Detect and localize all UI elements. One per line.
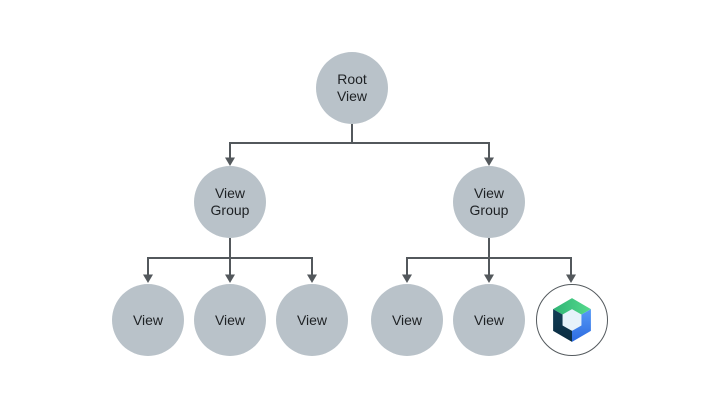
node-view-group-1: View Group	[194, 166, 266, 238]
connector-root-to-groups	[229, 124, 490, 158]
node-label-line: View	[132, 311, 164, 328]
node-label-line: View	[473, 185, 505, 201]
node-label-line: View	[336, 88, 368, 104]
arrowhead-icon	[566, 274, 576, 283]
arrowhead-icon	[307, 274, 317, 283]
node-label-line: View	[214, 185, 246, 201]
node-label-line: View	[296, 311, 328, 328]
connector-paths	[147, 124, 572, 275]
node-label-line: View	[473, 311, 505, 328]
arrowhead-icon	[143, 274, 153, 283]
node-label-line: Group	[469, 202, 509, 218]
connector-arrowheads	[143, 157, 576, 283]
node-view-4: View	[371, 284, 443, 356]
node-view-3: View	[276, 284, 348, 356]
arrowhead-icon	[484, 274, 494, 283]
connector-group1-to-views	[147, 238, 313, 275]
node-label-line: Root	[337, 71, 367, 87]
arrowhead-icon	[225, 157, 235, 166]
arrowhead-icon	[484, 157, 494, 166]
node-view-group-2: View Group	[453, 166, 525, 238]
node-view-2: View	[194, 284, 266, 356]
node-view-5: View	[453, 284, 525, 356]
node-view-1: View	[112, 284, 184, 356]
compose-inner-hexagon	[562, 309, 582, 331]
jetpack-compose-logo-icon	[553, 298, 591, 342]
connector-group2-to-views	[406, 238, 572, 275]
node-root-view: Root View	[316, 52, 388, 124]
arrowhead-icon	[402, 274, 412, 283]
node-label-line: View	[391, 311, 423, 328]
node-label-line: Group	[210, 202, 250, 218]
node-compose	[536, 284, 608, 356]
node-label-line: View	[214, 311, 246, 328]
arrowhead-icon	[225, 274, 235, 283]
